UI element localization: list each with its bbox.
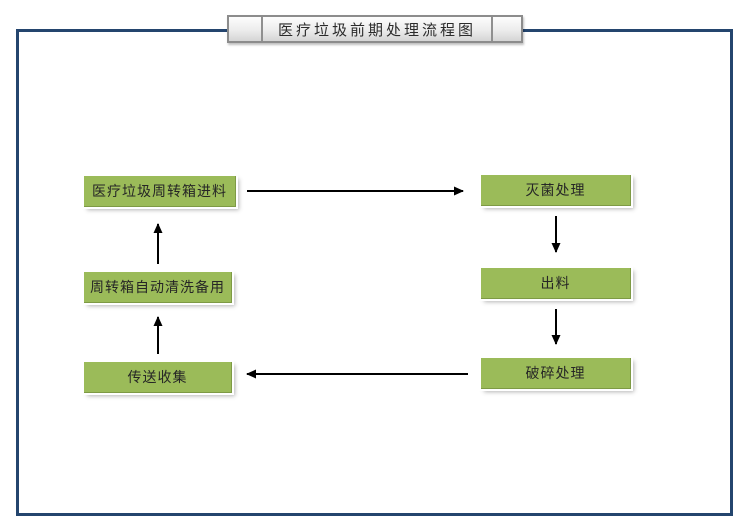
node-discharge-label: 出料 [540,276,571,292]
node-sterilize-label: 灭菌处理 [525,183,586,199]
title-bar-left-cell [229,17,263,41]
node-collect-label: 传送收集 [127,370,188,386]
node-crush-label: 破碎处理 [525,366,586,382]
node-discharge: 出料 [481,268,631,299]
diagram-title: 医疗垃圾前期处理流程图 [277,20,476,39]
node-clean: 周转箱自动清洗备用 [84,272,232,303]
title-bar-right-cell [491,17,521,41]
node-collect: 传送收集 [84,362,232,393]
node-feed: 医疗垃圾周转箱进料 [84,176,236,207]
node-feed-label: 医疗垃圾周转箱进料 [92,184,227,200]
node-clean-label: 周转箱自动清洗备用 [90,280,225,296]
diagram-title-bar: 医疗垃圾前期处理流程图 [227,15,523,43]
node-sterilize: 灭菌处理 [481,175,631,206]
node-crush: 破碎处理 [481,358,631,389]
